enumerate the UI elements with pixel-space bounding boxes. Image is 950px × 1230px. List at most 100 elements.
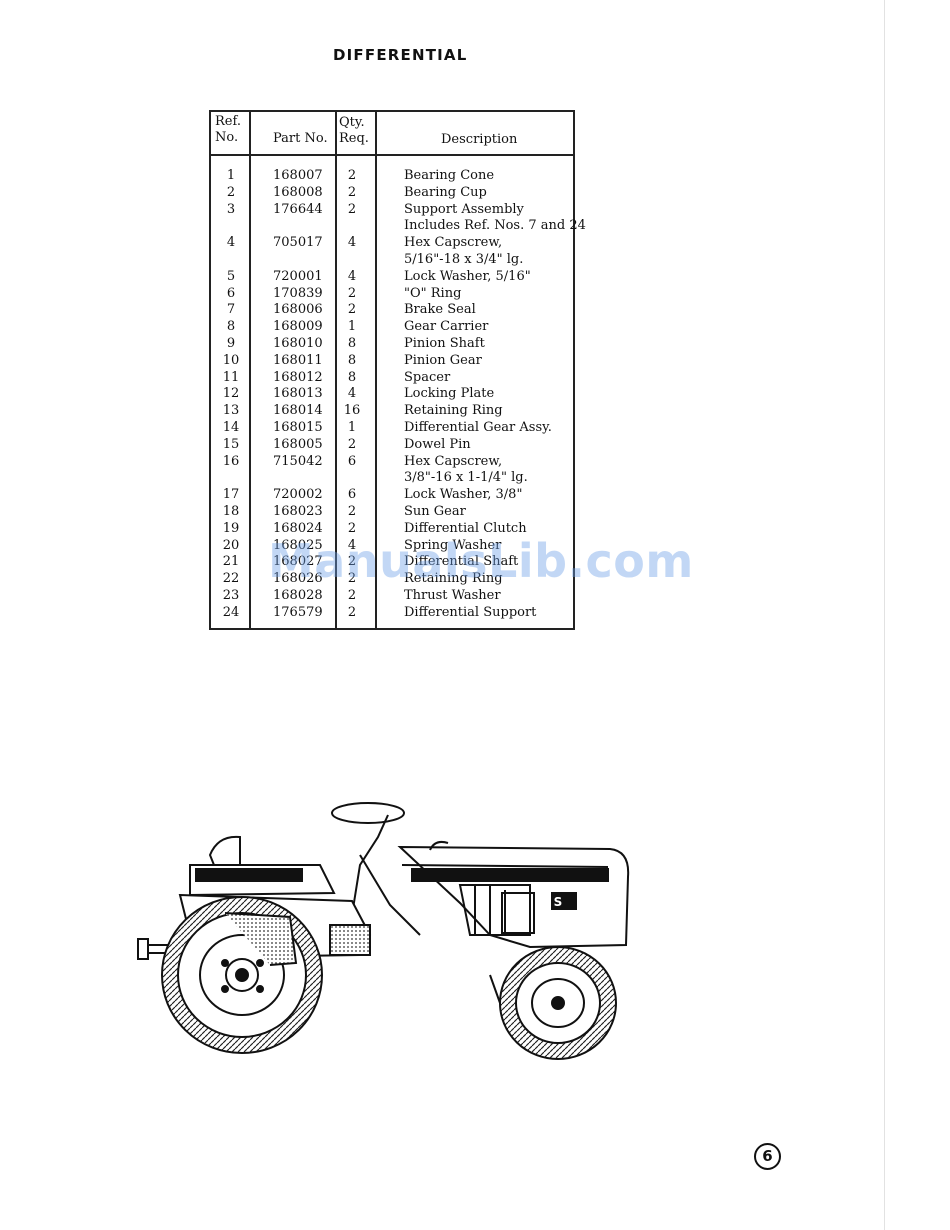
quantity-cell: 4 — [347, 537, 357, 553]
description-cell: 5/16"-18 x 3/4" lg. — [404, 251, 524, 267]
ref-cell: 20 — [222, 537, 240, 553]
page-title: DIFFERENTIAL — [333, 46, 468, 64]
table-row: 6 170839 2 "O" Ring — [211, 286, 573, 303]
part-number-cell: 168024 — [273, 520, 323, 536]
table-row: 19 168024 2 Differential Clutch — [211, 521, 573, 538]
part-number-cell: 705017 — [273, 235, 323, 251]
description-cell: Pinion Gear — [404, 352, 482, 368]
ref-cell: 1 — [226, 168, 236, 183]
description-cell: Pinion Shaft — [404, 335, 485, 351]
quantity-cell: 2 — [347, 520, 357, 536]
part-number-cell: 715042 — [273, 453, 323, 469]
table-row: 9 168010 8 Pinion Shaft — [211, 336, 573, 353]
ref-cell: 13 — [222, 403, 240, 419]
part-number-cell: 168012 — [273, 369, 323, 385]
part-number-cell: 168015 — [273, 419, 323, 435]
description-cell: "O" Ring — [404, 285, 462, 301]
description-cell: Spacer — [404, 369, 451, 385]
ref-cell: 19 — [222, 520, 240, 536]
part-number-cell: 168006 — [273, 302, 323, 318]
quantity-cell: 2 — [347, 302, 357, 318]
header-ref: Ref. No. — [215, 114, 241, 145]
description-cell: Gear Carrier — [404, 319, 489, 335]
description-cell: Hex Capscrew, — [404, 235, 503, 251]
page-number: 6 — [754, 1143, 781, 1170]
description-cell: Sun Gear — [404, 503, 466, 519]
quantity-cell: 8 — [347, 369, 357, 385]
ref-cell: 14 — [222, 419, 240, 435]
part-number-cell: 170839 — [273, 285, 323, 301]
description-cell: Lock Washer, 5/16" — [404, 268, 531, 284]
quantity-cell: 2 — [347, 571, 357, 587]
part-number-cell: 168010 — [273, 335, 323, 351]
column-divider — [375, 112, 377, 628]
header-description: Description — [441, 132, 518, 147]
ref-cell: 11 — [222, 369, 240, 385]
description-cell: Support Assembly — [404, 201, 524, 217]
quantity-cell: 2 — [347, 201, 357, 217]
part-number-cell: 168005 — [273, 436, 323, 452]
table-row: 3/8"-16 x 1-1/4" lg. — [211, 470, 573, 487]
description-cell: Differential Clutch — [404, 520, 527, 536]
description-cell: Bearing Cup — [404, 184, 487, 200]
column-divider — [249, 112, 251, 628]
ref-cell: 21 — [222, 554, 240, 570]
part-number-cell: 168025 — [273, 537, 323, 553]
ref-cell: 7 — [226, 302, 236, 318]
ref-cell: 8 — [226, 319, 236, 335]
page-edge-line — [884, 0, 885, 1230]
ref-cell: 2 — [226, 184, 236, 200]
description-cell: 3/8"-16 x 1-1/4" lg. — [404, 470, 528, 486]
quantity-cell: 4 — [347, 268, 357, 284]
ref-cell: 23 — [222, 587, 240, 603]
ref-cell: 15 — [222, 436, 240, 452]
table-row: Includes Ref. Nos. 7 and 24 — [211, 218, 586, 235]
quantity-cell: 2 — [347, 436, 357, 452]
header-divider — [211, 154, 573, 156]
quantity-cell: 2 — [347, 503, 357, 519]
ref-cell: 17 — [222, 487, 240, 503]
ref-cell: 3 — [226, 201, 236, 217]
quantity-cell: 8 — [347, 335, 357, 351]
quantity-cell: 2 — [347, 285, 357, 301]
description-cell: Differential Support — [404, 604, 537, 620]
part-number-cell: 176579 — [273, 604, 323, 620]
quantity-cell: 16 — [343, 403, 361, 419]
part-number-cell: 168014 — [273, 403, 323, 419]
part-number-cell: 720002 — [273, 487, 323, 503]
description-cell: Thrust Washer — [404, 587, 501, 603]
ref-cell: 5 — [226, 268, 236, 284]
ref-cell: 24 — [222, 604, 240, 620]
ref-cell: 12 — [222, 386, 240, 402]
part-number-cell: 168009 — [273, 319, 323, 335]
part-number-cell: 168008 — [273, 184, 323, 200]
description-cell: Spring Washer — [404, 537, 502, 553]
quantity-cell: 6 — [347, 453, 357, 469]
ref-cell: 16 — [222, 453, 240, 469]
ref-cell: 9 — [226, 335, 236, 351]
part-number-cell: 168011 — [273, 352, 323, 368]
column-divider — [335, 112, 337, 628]
description-cell: Locking Plate — [404, 386, 495, 402]
quantity-cell: 2 — [347, 554, 357, 570]
part-number-cell: 168028 — [273, 587, 323, 603]
table-row: 11 168012 8 Spacer — [211, 370, 573, 387]
part-number-cell: 168013 — [273, 386, 323, 402]
ref-cell: 6 — [226, 285, 236, 301]
